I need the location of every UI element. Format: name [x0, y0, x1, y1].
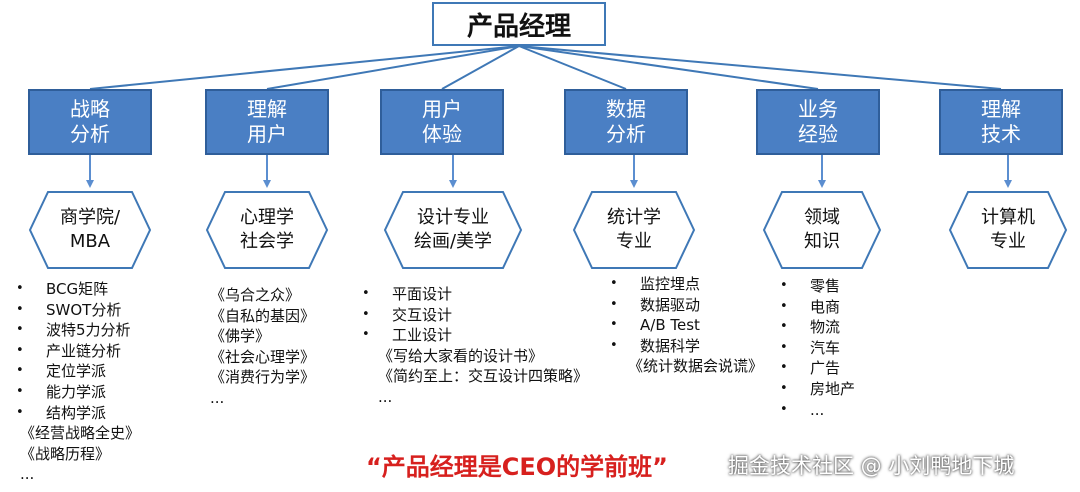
list-item: 《经营战略全史》 [20, 424, 141, 443]
list-item: 房地产 [780, 379, 855, 400]
watermark: 掘金技术社区 @ 小刘鸭地下城 [728, 454, 1015, 478]
list-item: 《佛学》 [210, 327, 271, 346]
list-item: 工业设计 [362, 325, 588, 346]
list-item: ... [378, 387, 393, 406]
root-connector-line [518, 45, 819, 90]
hex-label: 商学院/ MBA [59, 207, 121, 252]
list-item: 《消费行为学》 [210, 368, 316, 387]
list-item: 定位学派 [16, 361, 140, 382]
category-data-analysis: 数据 分析 [564, 89, 688, 155]
hex-business-school-mba: 商学院/ MBA [28, 190, 152, 270]
list-business-items: 零售电商物流汽车广告房地产... [780, 276, 855, 421]
list-ux-items: 平面设计交互设计工业设计《写给大家看的设计书》《简约至上：交互设计四策略》... [362, 284, 588, 408]
hex-domain-knowledge: 领域 知识 [762, 190, 882, 270]
list-strategy-items: BCG矩阵SWOT分析波特5力分析产业链分析定位学派能力学派结构学派《经营战略全… [16, 279, 140, 485]
category-understand-technology: 理解 技术 [939, 89, 1063, 155]
hex-psychology-sociology: 心理学 社会学 [205, 190, 329, 270]
slogan: “产品经理是CEO的学前班” [366, 453, 668, 481]
list-item: 能力学派 [16, 382, 140, 403]
list-item: 交互设计 [362, 305, 588, 326]
hex-design-art: 设计专业 绘画/美学 [383, 190, 523, 270]
list-item: 数据科学 [610, 336, 763, 357]
hex-statistics: 统计学 专业 [572, 190, 696, 270]
hex-label: 计算机 专业 [981, 207, 1035, 252]
list-item: 《社会心理学》 [210, 347, 316, 366]
list-item: 《写给大家看的设计书》 [378, 346, 544, 365]
hex-label: 统计学 专业 [607, 207, 661, 252]
list-item: 《自私的基因》 [210, 306, 316, 325]
list-item: 零售 [780, 276, 855, 297]
category-user-experience: 用户 体验 [380, 89, 504, 155]
root-node-product-manager: 产品经理 [432, 2, 606, 46]
root-connector-line [518, 45, 627, 90]
root-connector-line [89, 45, 520, 90]
root-connector-line [518, 45, 1002, 90]
list-item: 《统计数据会说谎》 [628, 357, 764, 376]
list-item: ... [780, 400, 855, 421]
list-item: 数据驱动 [610, 295, 763, 316]
list-item: 汽车 [780, 338, 855, 359]
list-item: ... [210, 388, 225, 407]
category-business-experience: 业务 经验 [756, 89, 880, 155]
list-item: BCG矩阵 [16, 279, 140, 300]
list-item: 产业链分析 [16, 341, 140, 362]
category-understand-users: 理解 用户 [205, 89, 329, 155]
hex-computer-science: 计算机 专业 [948, 190, 1068, 270]
category-strategy-analysis: 战略 分析 [28, 89, 152, 155]
hex-label: 设计专业 绘画/美学 [413, 207, 493, 252]
list-item: 物流 [780, 317, 855, 338]
list-item: A/B Test [610, 315, 763, 336]
list-item: 《简约至上：交互设计四策略》 [378, 367, 589, 386]
hex-label: 心理学 社会学 [240, 207, 294, 252]
list-item: 结构学派 [16, 403, 140, 424]
root-connector-line [441, 45, 520, 90]
list-item: 《乌合之众》 [210, 286, 301, 304]
list-data-items: 监控埋点数据驱动A/B Test数据科学《统计数据会说谎》 [610, 274, 763, 377]
hex-label: 领域 知识 [804, 207, 840, 252]
list-item: 平面设计 [362, 284, 588, 305]
list-item: 电商 [780, 297, 855, 318]
list-item: ... [20, 465, 35, 484]
list-item: SWOT分析 [16, 300, 140, 321]
root-connector-line [266, 45, 520, 90]
list-item: 波特5力分析 [16, 320, 140, 341]
list-user-items: 《乌合之众》《自私的基因》《佛学》《社会心理学》《消费行为学》... [210, 285, 315, 409]
list-item: 《战略历程》 [20, 444, 111, 463]
list-item: 监控埋点 [610, 274, 763, 295]
list-item: 广告 [780, 358, 855, 379]
